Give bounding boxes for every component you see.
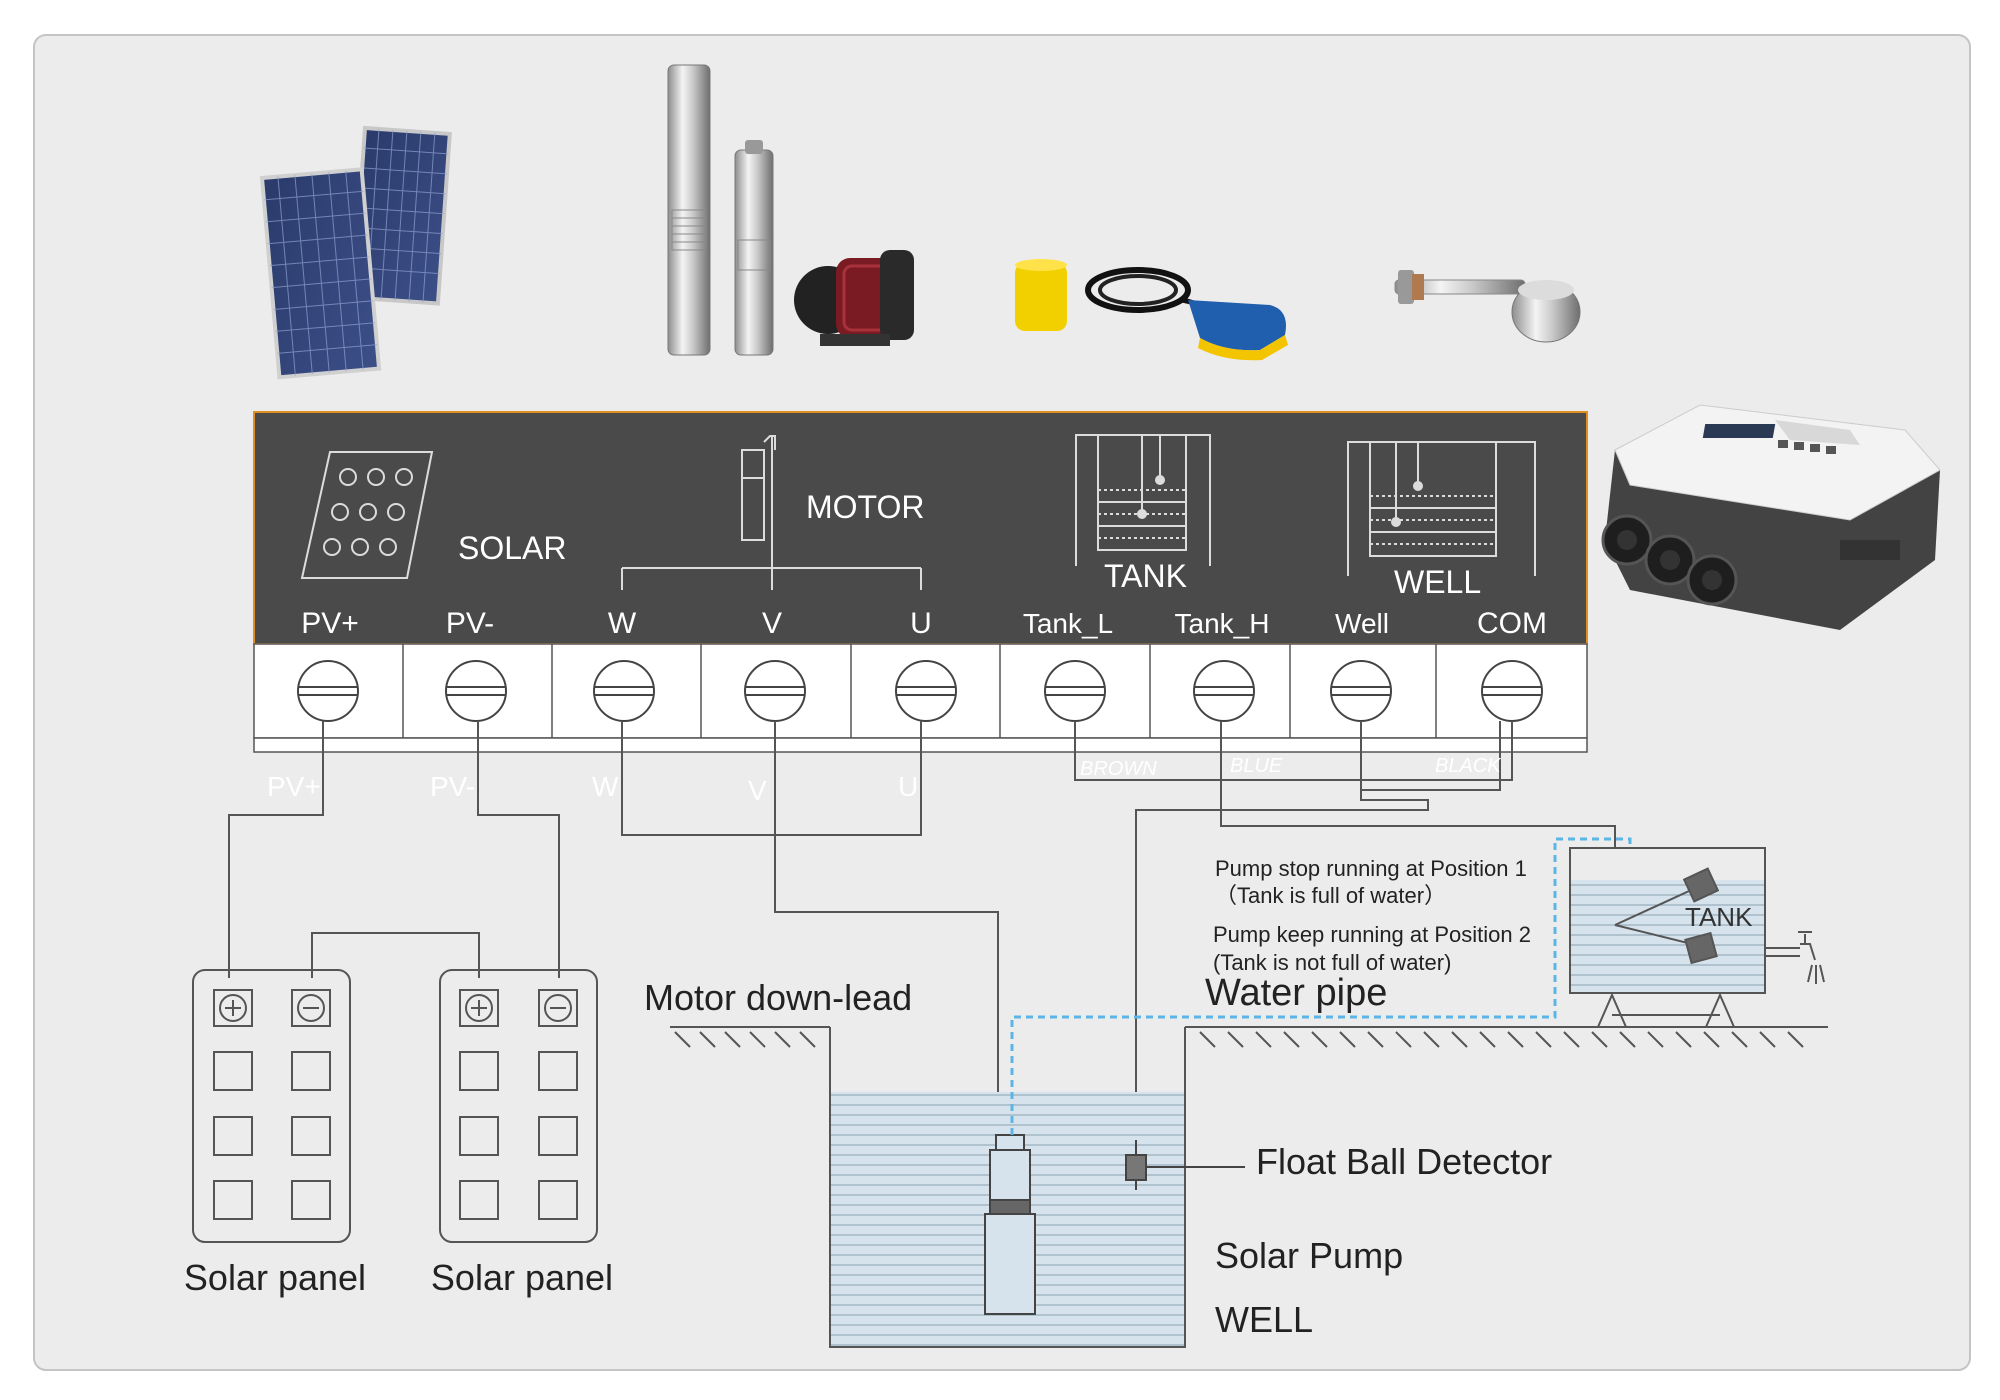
screw-terminal-pv-plus xyxy=(297,660,359,722)
minus-terminal-icon xyxy=(297,994,325,1022)
tank-label: TANK xyxy=(1104,558,1187,594)
submersible-pump-icon xyxy=(984,1134,1036,1315)
controller-device-photo xyxy=(1601,404,1941,630)
solar-panels-photo xyxy=(259,125,452,380)
float-ball-detector-icon xyxy=(1125,1140,1245,1190)
plus-terminal-icon xyxy=(219,994,247,1022)
minus-terminal-icon xyxy=(544,994,572,1022)
terminal-label-tank-l: Tank_L xyxy=(1023,608,1113,639)
terminal-label-u: U xyxy=(910,607,932,640)
well-label: WELL xyxy=(1394,564,1481,600)
terminal-label-com: COM xyxy=(1477,607,1547,640)
storage-tank-label: TANK xyxy=(1685,902,1753,932)
terminal-label-w: W xyxy=(608,607,637,640)
motor-label: MOTOR xyxy=(806,489,925,525)
terminal-label-tank-h: Tank_H xyxy=(1175,608,1270,639)
wire-label-pv-plus: PV+ xyxy=(267,771,321,802)
faucet-icon xyxy=(1765,931,1825,984)
pos2-line1: Pump keep running at Position 2 xyxy=(1213,922,1531,947)
tank-level-icon xyxy=(1075,434,1211,566)
stainless-level-sensor-photo xyxy=(1394,270,1581,343)
solar-label: SOLAR xyxy=(458,530,566,566)
ground-line xyxy=(670,1026,1828,1048)
terminal-label-well: Well xyxy=(1335,608,1389,639)
wiring xyxy=(228,721,1720,1155)
well-level-icon xyxy=(1347,441,1536,576)
tank-float-switch-icons xyxy=(1614,867,1720,965)
solar-pump-label: Solar Pump xyxy=(1215,1235,1403,1276)
pos2-line2: (Tank is not full of water) xyxy=(1213,950,1451,975)
wire-label-v: V xyxy=(748,775,767,806)
screw-terminal-u xyxy=(895,660,957,722)
screw-terminal-tank-h xyxy=(1193,660,1255,722)
motor-icon xyxy=(621,435,922,590)
motor-down-lead-label: Motor down-lead xyxy=(644,977,912,1018)
solar-panel-right xyxy=(439,969,598,1243)
terminal-label-v: V xyxy=(762,607,782,640)
pos1-line2: （Tank is full of water） xyxy=(1215,883,1446,908)
terminal-panel xyxy=(253,411,1588,645)
water-pipe xyxy=(1010,837,1632,1135)
pos1-line1: Pump stop running at Position 1 xyxy=(1215,856,1527,881)
wire-label-w: W xyxy=(592,771,619,802)
terminal-label-pv-minus: PV- xyxy=(446,607,494,640)
water-pipe-label: Water pipe xyxy=(1205,972,1387,1014)
solar-panel-right-label: Solar panel xyxy=(431,1257,613,1298)
solar-panel-icon xyxy=(300,451,434,579)
wire-label-brown: BROWN xyxy=(1080,758,1157,780)
float-ball-detector-label: Float Ball Detector xyxy=(1256,1141,1552,1182)
plus-terminal-icon xyxy=(465,994,493,1022)
wire-label-pv-minus: PV- xyxy=(430,771,475,802)
wire-label-u: U xyxy=(898,771,918,802)
solar-panel-left xyxy=(192,969,351,1243)
wire-label-blue: BLUE xyxy=(1230,755,1283,777)
storage-tank xyxy=(1569,847,1766,1028)
terminal-label-pv-plus: PV+ xyxy=(301,607,359,640)
pumps-photo xyxy=(667,64,914,356)
screw-terminal-w xyxy=(593,660,655,722)
well-bottom-label: WELL xyxy=(1215,1299,1313,1340)
screw-terminal-pv-minus xyxy=(445,660,507,722)
float-switches-photo xyxy=(1015,259,1288,361)
wire-label-black: BLACK xyxy=(1435,755,1502,777)
solar-panel-left-label: Solar panel xyxy=(184,1257,366,1298)
